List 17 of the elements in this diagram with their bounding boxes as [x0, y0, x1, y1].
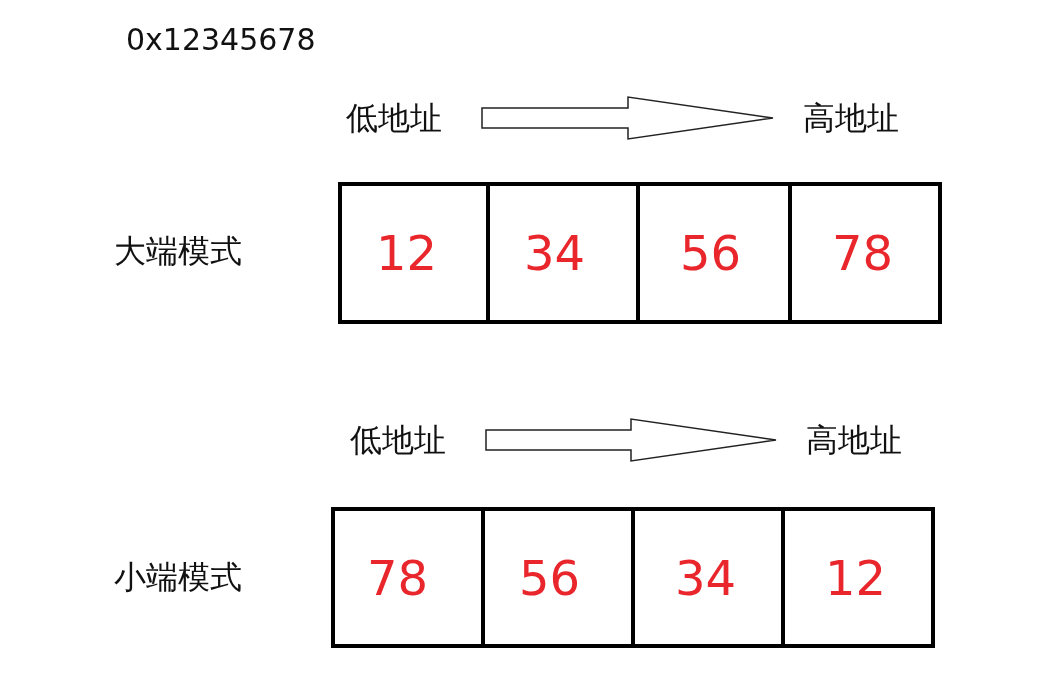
byte-value: 78	[832, 225, 894, 281]
address-label: 低地址	[350, 420, 446, 460]
mode-label: 大端模式	[114, 232, 242, 271]
hollow-arrow	[481, 96, 774, 140]
byte-value: 12	[825, 549, 887, 606]
address-label: 低地址	[346, 98, 442, 138]
hex-value: 0x12345678	[126, 22, 316, 58]
address-label: 高地址	[803, 98, 899, 138]
byte-value: 78	[367, 549, 429, 606]
address-label: 高地址	[806, 420, 902, 460]
byte-value: 56	[519, 549, 581, 606]
hollow-arrow	[485, 418, 777, 462]
byte-value: 34	[675, 549, 737, 606]
byte-value: 34	[524, 225, 586, 281]
byte-value: 12	[376, 225, 438, 281]
mode-label: 小端模式	[114, 558, 242, 597]
byte-value: 56	[680, 225, 742, 281]
